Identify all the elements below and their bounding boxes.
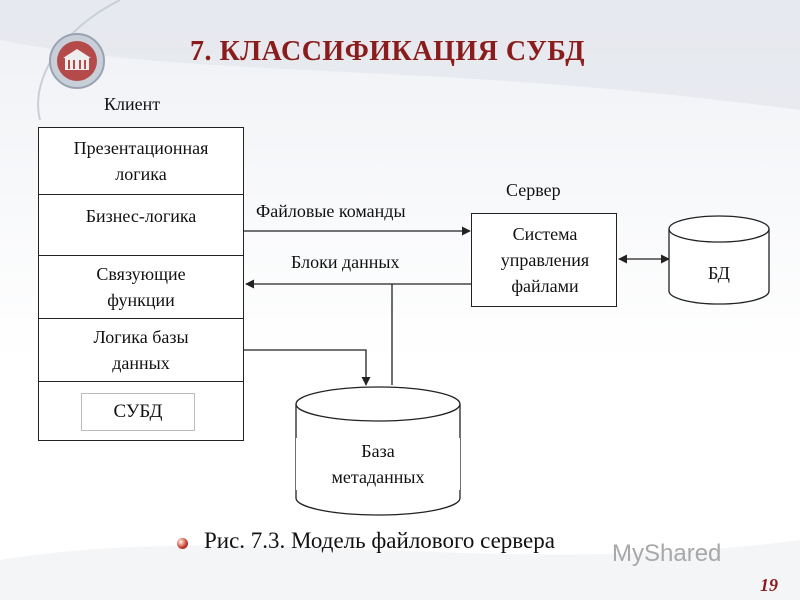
bullet-icon [177, 538, 188, 549]
layer-label: Связующие [96, 264, 186, 284]
db-logic-to-metadata-arrow [244, 349, 371, 386]
metadata-db-line: метаданных [331, 467, 425, 487]
figure-caption: Рис. 7.3. Модель файлового сервера [204, 528, 555, 553]
client-stack: Презентационная логика Бизнес-логика Свя… [38, 127, 244, 441]
layer-label: Логика базы [93, 327, 189, 347]
layer-label: функции [107, 290, 175, 310]
db-label: БД [708, 263, 730, 283]
university-logo [49, 33, 105, 89]
metadata-db-text: База метаданных [296, 438, 460, 490]
layer-label: Бизнес-логика [85, 206, 197, 226]
connecting-functions-layer: Связующие функции [39, 256, 243, 319]
file-system-line: управления [500, 250, 590, 270]
db-cylinder [668, 215, 770, 305]
layer-label: логика [115, 164, 167, 184]
business-logic-layer: Бизнес-логика [39, 195, 243, 256]
metadata-db-line: База [361, 441, 395, 461]
dbms-label: СУБД [81, 393, 195, 431]
presentation-logic-layer: Презентационная логика [39, 128, 243, 195]
file-system-line: файлами [511, 276, 579, 296]
file-management-system: Система управления файлами [471, 213, 617, 307]
file-system-line: Система [512, 224, 578, 244]
file-system-text: Система управления файлами [472, 221, 618, 299]
layer-label: данных [112, 353, 170, 373]
file-commands-label: Файловые команды [256, 201, 406, 221]
client-label: Клиент [104, 94, 161, 114]
layer-label: Презентационная [73, 138, 209, 158]
slide-title: 7. КЛАССИФИКАЦИЯ СУБД [190, 36, 585, 67]
data-blocks-label: Блоки данных [291, 252, 400, 272]
server-label: Сервер [506, 180, 561, 200]
database-logic-layer: Логика базы данных [39, 319, 243, 382]
watermark: MyShared [612, 540, 722, 567]
page-number: 19 [760, 575, 778, 595]
